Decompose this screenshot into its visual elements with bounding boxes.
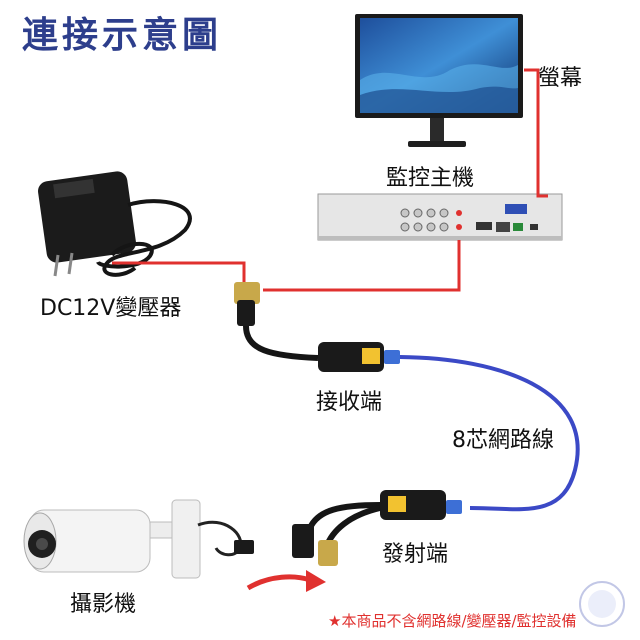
transmitter-label: 發射端 [382,542,449,567]
cable-label: 8芯網路線 [452,428,554,453]
receiver-label: 接收端 [316,390,383,415]
arrow-head-icon [306,570,326,592]
network-cable [399,355,580,512]
watermark-stamp-icon [579,581,625,627]
dvr-icon [317,193,563,241]
camera-icon [23,499,254,579]
dvr-label: 監控主機 [386,166,475,191]
footnote: ★本商品不含網路線/變壓器/監控設備 [328,612,577,630]
video-wire [263,240,461,292]
power-wire [112,261,246,290]
page-title: 連接示意圖 [22,15,223,56]
connect-arrow-icon [246,574,311,591]
transmitter-balun-icon [292,490,462,566]
monitor-label: 螢幕 [538,66,583,91]
monitor-icon [355,14,523,147]
monitor-wire [524,68,548,198]
receiver-balun-icon [234,282,400,372]
camera-label: 攝影機 [70,592,137,617]
adapter-label: DC12V變壓器 [40,296,182,321]
power-adapter-icon [38,171,192,277]
